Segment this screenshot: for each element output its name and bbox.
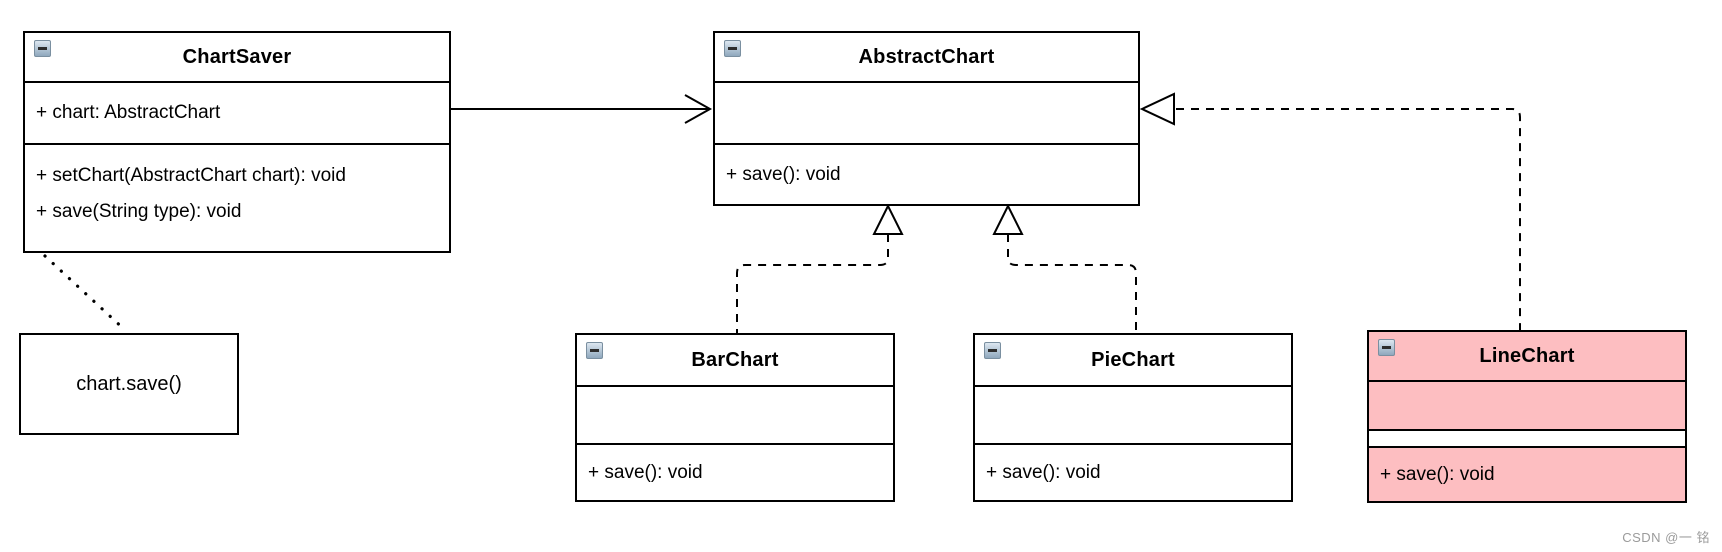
minus-glyph	[1382, 346, 1391, 349]
attributes-section	[975, 387, 1291, 445]
realization-edge-linechart-abstractchart[interactable]	[1139, 92, 1521, 330]
note-text: chart.save()	[76, 372, 182, 395]
method-item: + save(String type): void	[36, 201, 242, 223]
empty-compartment-divider	[1369, 429, 1685, 448]
association-edge-chartsaver-abstractchart[interactable]	[451, 94, 713, 124]
minus-glyph	[38, 47, 47, 50]
attributes-section	[715, 83, 1138, 145]
title-bar: BarChart	[577, 335, 893, 387]
title-bar: PieChart	[975, 335, 1291, 387]
method-item: + save(): void	[986, 461, 1101, 483]
title-bar: LineChart	[1369, 332, 1685, 382]
minus-glyph	[988, 349, 997, 352]
collapse-minus-icon[interactable]	[586, 342, 603, 359]
methods-section: + save(): void	[1369, 448, 1685, 501]
hollow-triangle-arrowhead-icon	[992, 203, 1024, 235]
method-item: + save(): void	[588, 461, 703, 483]
collapse-minus-icon[interactable]	[724, 40, 741, 57]
hollow-triangle-arrowhead-icon	[1139, 92, 1175, 126]
class-box-chartsaver[interactable]: ChartSaver + chart: AbstractChart + setC…	[23, 31, 451, 253]
class-name: AbstractChart	[858, 45, 995, 68]
class-box-piechart[interactable]: PieChart + save(): void	[973, 333, 1293, 502]
methods-section: + save(): void	[975, 445, 1291, 500]
generalization-edge-piechart-abstractchart[interactable]	[992, 203, 1137, 333]
title-bar: AbstractChart	[715, 33, 1138, 83]
method-item: + save(): void	[726, 163, 841, 185]
class-name: BarChart	[691, 348, 779, 371]
methods-section: + save(): void	[577, 445, 893, 500]
collapse-minus-icon[interactable]	[34, 40, 51, 57]
class-name: LineChart	[1479, 344, 1575, 367]
attribute-item: + chart: AbstractChart	[36, 102, 221, 124]
note-box[interactable]: chart.save()	[19, 333, 239, 435]
title-bar: ChartSaver	[25, 33, 449, 83]
collapse-minus-icon[interactable]	[1378, 339, 1395, 356]
class-box-barchart[interactable]: BarChart + save(): void	[575, 333, 895, 502]
csdn-watermark: CSDN @一 铭	[1622, 530, 1710, 545]
open-arrowhead-icon	[684, 94, 713, 124]
minus-glyph	[728, 47, 737, 50]
hollow-triangle-arrowhead-icon	[872, 203, 904, 235]
class-name: ChartSaver	[182, 45, 292, 68]
note-anchor-edge[interactable]	[43, 254, 128, 333]
attributes-section: + chart: AbstractChart	[25, 83, 449, 145]
class-box-linechart[interactable]: LineChart + save(): void	[1367, 330, 1687, 503]
method-item: + save(): void	[1380, 463, 1495, 485]
class-box-abstractchart[interactable]: AbstractChart + save(): void	[713, 31, 1140, 206]
minus-glyph	[590, 349, 599, 352]
class-name: PieChart	[1091, 348, 1175, 371]
method-item: + setChart(AbstractChart chart): void	[36, 165, 346, 187]
attributes-section	[577, 387, 893, 445]
attributes-section	[1369, 382, 1685, 429]
collapse-minus-icon[interactable]	[984, 342, 1001, 359]
methods-section: + save(): void	[715, 145, 1138, 204]
generalization-edge-barchart-abstractchart[interactable]	[736, 203, 904, 333]
methods-section: + setChart(AbstractChart chart): void + …	[25, 145, 449, 251]
